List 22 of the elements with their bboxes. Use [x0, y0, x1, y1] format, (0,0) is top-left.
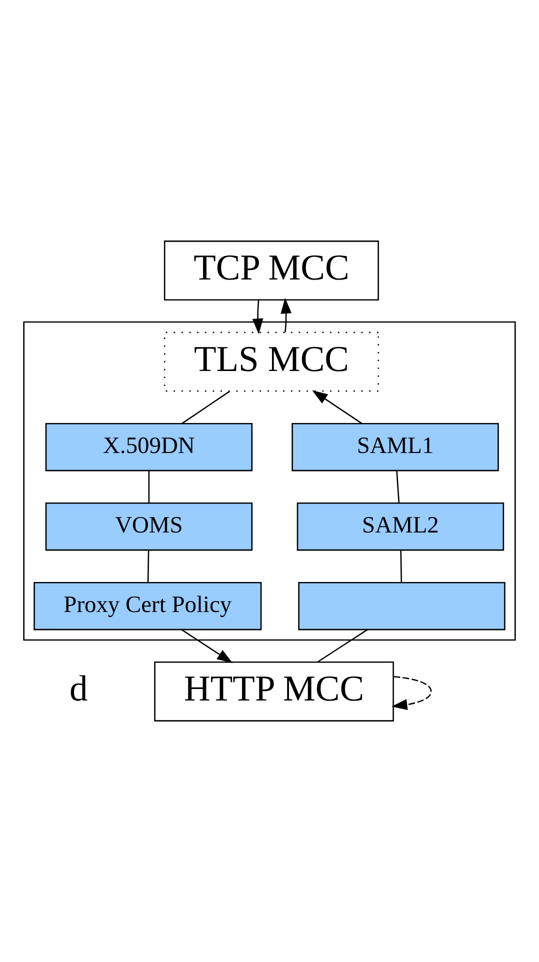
cluster [23, 321, 516, 641]
node-box: SAML1 [292, 423, 499, 472]
node-box: TLS MCC [164, 332, 379, 392]
connector [148, 470, 150, 503]
connector [147, 550, 150, 582]
node-box [298, 582, 506, 630]
connector [182, 390, 230, 424]
node-box: SAML2 [296, 502, 504, 551]
arrow [392, 676, 432, 710]
node-box: TCP MCC [164, 240, 379, 300]
node-box: Proxy Cert Policy [34, 582, 262, 630]
arrow [312, 390, 362, 424]
node-box: VOMS [45, 502, 253, 551]
connector [400, 550, 402, 582]
connector [396, 470, 400, 503]
arrow [280, 298, 292, 332]
node-box: HTTP MCC [154, 662, 394, 722]
node-box: X.509DN [45, 423, 253, 472]
arrow [252, 300, 264, 334]
connector [317, 629, 368, 663]
arrow [181, 629, 233, 664]
label: d [69, 667, 88, 708]
